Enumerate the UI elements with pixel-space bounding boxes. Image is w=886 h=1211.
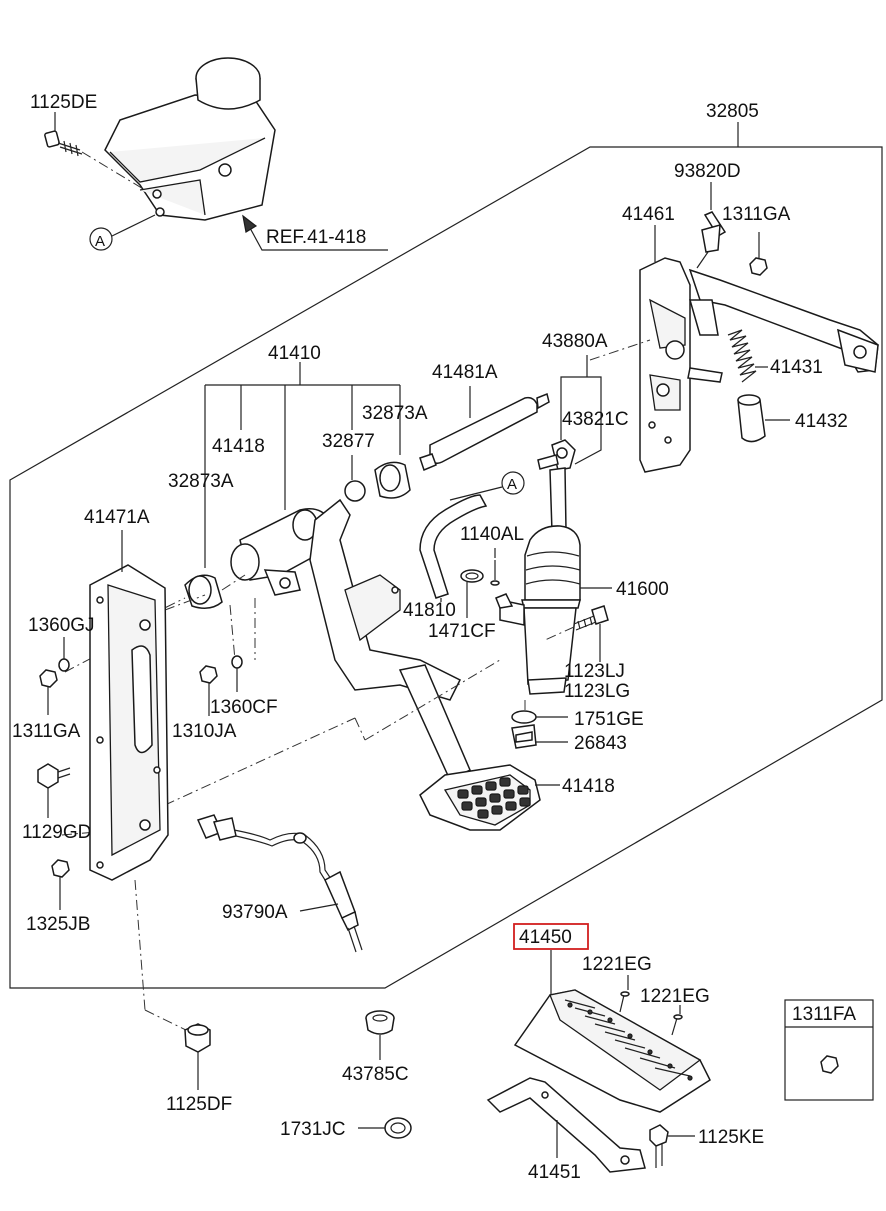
bushing-1731JC [384, 1117, 412, 1139]
oring-1751GE [511, 710, 537, 724]
footrest-holes [567, 1002, 693, 1081]
label-ref-41-418: REF.41-418 [266, 227, 366, 248]
bolt-1125DF [184, 1023, 211, 1053]
label-41450: 41450 [519, 927, 572, 948]
label-41432: 41432 [795, 411, 848, 432]
label-1311GA-left: 1311GA [12, 721, 81, 742]
part-labels: 1125DE 32805 93820D 41461 1311GA A REF.4… [12, 92, 856, 1183]
label-32873A-left: 32873A [168, 471, 234, 492]
label-41418-top: 41418 [212, 436, 265, 457]
label-41431: 41431 [770, 357, 823, 378]
grommet-43785C [365, 1010, 395, 1035]
label-43821C: 43821C [562, 409, 629, 430]
label-41410: 41410 [268, 343, 321, 364]
label-41461: 41461 [622, 204, 675, 225]
bolt-1129GD [37, 763, 71, 789]
label-1125KE: 1125KE [698, 1127, 764, 1148]
label-26843: 26843 [574, 733, 627, 754]
screw-1140AL [490, 560, 500, 586]
label-1311FA: 1311FA [792, 1004, 856, 1025]
label-1360CF: 1360CF [210, 697, 278, 718]
pedal-arm-assembly [230, 498, 541, 831]
label-1751GE: 1751GE [574, 709, 644, 730]
spring-41431 [727, 329, 757, 383]
label-41418-bottom: 41418 [562, 776, 615, 797]
label-ref-a-mid: A [507, 476, 517, 493]
label-41451: 41451 [528, 1162, 581, 1183]
label-41810: 41810 [403, 600, 456, 621]
label-1310JA: 1310JA [172, 721, 237, 742]
pedal-bracket-41461 [639, 257, 879, 473]
label-93790A: 93790A [222, 902, 288, 923]
footrest-41450 [513, 989, 711, 1113]
fitting-26843 [511, 724, 537, 749]
label-1311GA-top: 1311GA [722, 204, 791, 225]
inset-1311FA [784, 999, 874, 1101]
label-41481A: 41481A [432, 362, 498, 383]
label-41471A: 41471A [84, 507, 150, 528]
nut-1311GA-left [39, 669, 58, 688]
label-1125DE: 1125DE [30, 92, 97, 113]
label-1471CF: 1471CF [428, 621, 496, 642]
nut-1325JB [51, 859, 70, 878]
label-1123LG: 1123LG [564, 681, 630, 702]
label-1325JB: 1325JB [26, 914, 90, 935]
bolt-1125KE [649, 1124, 669, 1168]
reservoir-tank [104, 57, 276, 221]
washer-1360GJ [58, 658, 70, 672]
bushing-32873A-top [374, 461, 411, 499]
master-cylinder-41600 [495, 467, 581, 695]
pedal-pad-grid [457, 777, 531, 819]
screw-1221EG-a [619, 991, 630, 1013]
label-32877: 32877 [322, 431, 375, 452]
label-1221EG-b: 1221EG [640, 986, 710, 1007]
label-ref-a-top: A [95, 233, 105, 250]
sensor-93820D [696, 211, 727, 269]
label-1731JC: 1731JC [280, 1119, 346, 1140]
bushing-32873A-left [184, 574, 223, 609]
leader-41410 [204, 362, 401, 568]
nut-1310JA [199, 665, 218, 684]
ref-a-mid [449, 471, 525, 501]
bolt-1125DE [44, 130, 83, 157]
bolt-1123LJ [573, 605, 609, 631]
label-1360GJ: 1360GJ [28, 615, 95, 636]
label-1221EG-a: 1221EG [582, 954, 652, 975]
label-1123LJ: 1123LJ [564, 661, 625, 682]
bracket-41471A [89, 564, 169, 881]
label-1140AL: 1140AL [460, 524, 524, 545]
label-1125DF: 1125DF [166, 1094, 232, 1115]
label-93820D: 93820D [674, 161, 741, 182]
ref-arrow [242, 214, 388, 251]
harness-93790A [196, 814, 363, 953]
label-43880A: 43880A [542, 331, 608, 352]
bushing-41432 [737, 394, 766, 443]
label-43785C: 43785C [342, 1064, 409, 1085]
pushrod-41481A [419, 392, 550, 472]
ref-a-top [89, 214, 156, 251]
highlight-box-41450 [513, 923, 589, 950]
label-32873A-top: 32873A [362, 403, 428, 424]
label-41600: 41600 [616, 579, 669, 600]
screw-1221EG-b [671, 1014, 683, 1036]
clamp-1471CF [460, 569, 484, 583]
assembly-outline [9, 146, 883, 989]
leader-43880A [560, 355, 602, 465]
washer-1360CF [231, 655, 243, 669]
footrest-bracket-41451 [486, 1077, 646, 1173]
nut-1311GA-top [749, 257, 768, 276]
label-1129GD: 1129GD [22, 822, 91, 843]
ball-32877 [344, 480, 366, 502]
clevis-43821C [537, 439, 576, 471]
label-32805: 32805 [706, 101, 759, 122]
hose-41810 [419, 494, 488, 599]
